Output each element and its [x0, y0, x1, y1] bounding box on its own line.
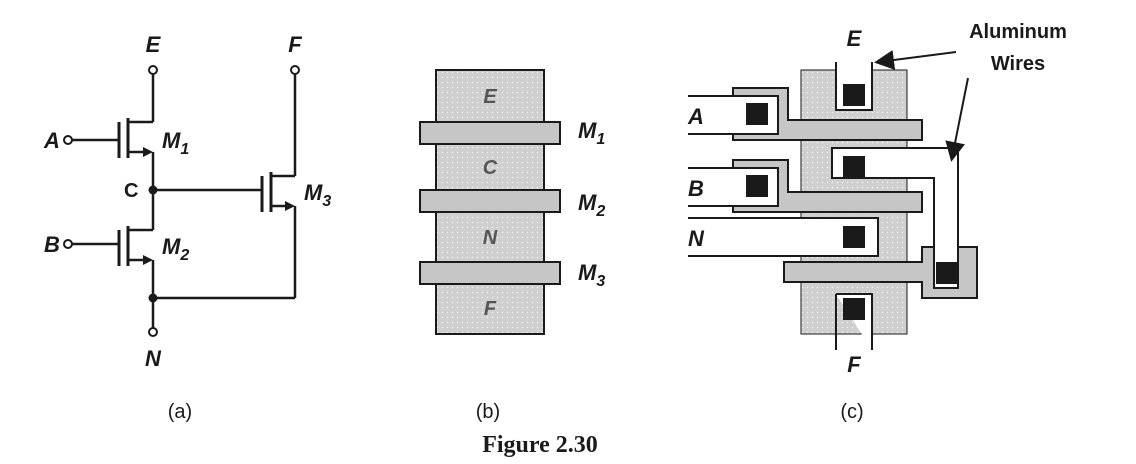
poly-gate-m1: [419, 121, 561, 145]
node-label-e: E: [146, 32, 162, 57]
caption-a: (a): [168, 401, 192, 423]
contact-e: [843, 84, 865, 106]
annotation-aluminum: Aluminum: [969, 21, 1067, 43]
poly-gate-m3: [419, 261, 561, 285]
transistor-m3: [260, 172, 297, 298]
label-a-c: A: [687, 104, 704, 129]
panel-a-schematic: E A M1 C B M2: [43, 32, 331, 423]
contact-b: [746, 175, 768, 197]
terminal-n: [148, 327, 158, 337]
contact-f: [843, 298, 865, 320]
caption-b: (b): [476, 401, 500, 423]
node-label-a: A: [43, 128, 60, 153]
annotation-wires: Wires: [991, 53, 1045, 75]
transistor-label-m1: M1: [162, 128, 189, 158]
label-b-c: B: [688, 176, 704, 201]
caption-c: (c): [840, 401, 863, 423]
label-f-c: F: [847, 352, 861, 377]
terminal-e: [148, 65, 158, 75]
node-label-n: N: [145, 346, 162, 371]
panel-c-layout: E F A B N Aluminum Wires (c): [687, 21, 1067, 423]
terminal-b: [63, 239, 73, 249]
region-label-c: C: [483, 157, 498, 179]
poly-gate-m2: [419, 189, 561, 213]
contact-c-diff: [843, 156, 865, 178]
label-e-c: E: [847, 26, 863, 51]
node-label-b: B: [44, 232, 60, 257]
poly-gate-c-node: [783, 246, 978, 299]
label-n-c: N: [688, 226, 705, 251]
node-label-f: F: [288, 32, 302, 57]
contact-n: [843, 226, 865, 248]
node-label-c: C: [124, 180, 138, 202]
annotation-arrow-c: [945, 77, 969, 162]
region-label-n: N: [483, 227, 498, 249]
gate-label-m1: M1: [578, 118, 605, 148]
gate-label-m2: M2: [578, 190, 605, 220]
poly-gate-b: [732, 159, 923, 213]
terminal-f: [290, 65, 300, 75]
contact-c-poly: [936, 262, 958, 284]
gate-label-m3: M3: [578, 260, 605, 290]
panel-b-layout: E C N F M1 M2 M3 (b): [419, 69, 605, 423]
transistor-label-m2: M2: [162, 234, 189, 264]
figure-caption: Figure 2.30: [482, 432, 598, 458]
metal-wire-n: [688, 217, 879, 257]
poly-gate-a: [732, 87, 923, 141]
terminal-a: [63, 135, 73, 145]
transistor-m1: [117, 118, 155, 190]
contact-a: [746, 103, 768, 125]
transistor-label-m3: M3: [304, 180, 331, 210]
region-label-f: F: [484, 298, 497, 320]
transistor-m2: [117, 226, 155, 298]
region-label-e: E: [483, 86, 497, 108]
annotation-arrow-e: [874, 50, 957, 70]
